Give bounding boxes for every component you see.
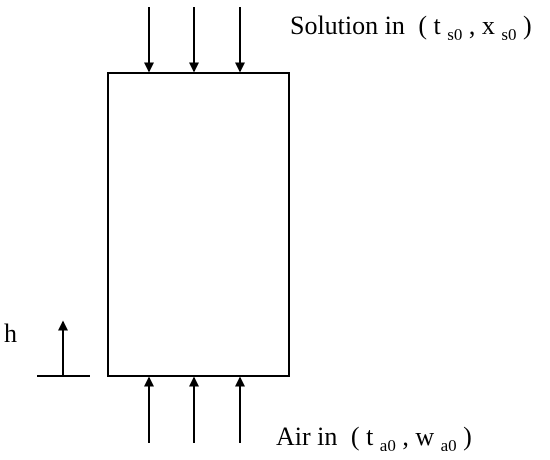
air-inlet-separator: , (402, 422, 409, 451)
solution-conc-symbol: x (482, 11, 495, 40)
air-humidity-subscript: a0 (441, 436, 457, 455)
air-inlet-label: Air in ( t a0 , w a0 ) (276, 422, 472, 457)
solution-inlet-separator: , (469, 11, 482, 40)
air-humidity-symbol: w (415, 422, 434, 451)
air-temp-subscript: a0 (380, 436, 396, 455)
height-label: h (4, 319, 17, 348)
solution-conc-subscript: s0 (501, 25, 516, 44)
air-inlet-open-paren: ( (351, 422, 360, 451)
solution-inlet-label: Solution in ( t s0 , x s0 ) (290, 11, 532, 46)
solution-inlet-open-paren: ( (418, 11, 427, 40)
air-inlet-text: Air in (276, 422, 337, 451)
solution-temp-symbol: t (434, 11, 442, 40)
air-inlet-close-paren: ) (463, 422, 472, 451)
solution-temp-subscript: s0 (447, 25, 462, 44)
solution-inlet-text: Solution in (290, 11, 405, 40)
column-body (107, 72, 290, 377)
air-temp-symbol: t (366, 422, 374, 451)
solution-inlet-close-paren: ) (523, 11, 532, 40)
